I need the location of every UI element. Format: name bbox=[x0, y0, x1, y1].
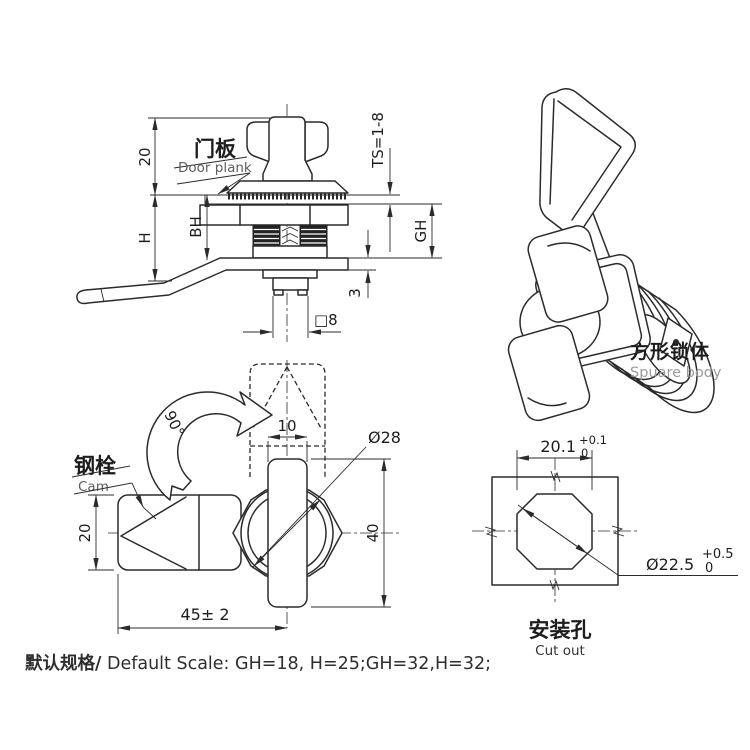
iso-wing-edges bbox=[527, 242, 591, 407]
dim-20-top-text: 20 bbox=[76, 523, 94, 542]
dim-10-text: 10 bbox=[277, 417, 296, 435]
dim-sq8-text: □8 bbox=[314, 311, 338, 329]
dim-d22-tol-upper: +0.5 bbox=[702, 547, 734, 562]
cutout-label-cn: 安装孔 bbox=[529, 618, 592, 642]
iso-cam-plate-edges bbox=[549, 98, 622, 221]
iso-thread-ring bbox=[632, 297, 698, 402]
break-marks bbox=[484, 470, 625, 591]
dim-20-text: 20 bbox=[136, 147, 154, 166]
rotation-arrow: 90° bbox=[146, 391, 273, 501]
dim-40-text: 40 bbox=[364, 523, 382, 542]
cutout-label-en: Cut out bbox=[535, 643, 585, 659]
default-scale-note: 默认规格/ Default Scale: GH=18, H=25;GH=32,H… bbox=[25, 653, 491, 674]
door-plank-label-en: Door plank bbox=[178, 160, 252, 176]
cam-label: 钢栓 Cam bbox=[71, 454, 157, 520]
default-scale-note-cn: 默认规格/ bbox=[25, 653, 102, 674]
threaded-body bbox=[252, 224, 328, 259]
body-ring bbox=[252, 245, 328, 259]
iso-shaft-dot bbox=[673, 339, 679, 345]
dim-hole-width: 20.1 +0.1 0 bbox=[516, 433, 607, 490]
dim-square-shaft: □8 bbox=[243, 296, 341, 338]
dim-d22-tol-lower: 0 bbox=[705, 561, 713, 576]
dim-d22-text: Ø22.5 bbox=[646, 555, 694, 574]
cutout-octagon-hole bbox=[516, 493, 593, 570]
dim-knob-length: 40 bbox=[311, 458, 391, 608]
cam-top-view bbox=[117, 494, 242, 571]
top-view: Ø28 10 40 20 45± 2 90° bbox=[71, 360, 401, 634]
side-view: 20 H BH TS=1-8 GH 3 bbox=[76, 104, 442, 342]
dim-gh: GH bbox=[334, 203, 442, 259]
dim-bh-text: BH bbox=[187, 216, 205, 238]
dim-knob-diameter: Ø28 bbox=[252, 428, 401, 568]
cone-washer bbox=[226, 180, 349, 194]
dim-cam-width: 20 bbox=[76, 494, 114, 571]
door-plank-label: 门板 Door plank bbox=[173, 137, 252, 195]
default-scale-note-en: Default Scale: GH=18, H=25;GH=32,H=32; bbox=[101, 654, 491, 674]
dim-201-tol-lower: 0 bbox=[581, 446, 588, 460]
dim-bh: BH bbox=[187, 194, 210, 261]
isometric-view: 方形锁体 Spuare body bbox=[507, 88, 722, 422]
dim-knob-height: 20 bbox=[136, 117, 270, 196]
cutout-view: Ø22.5 +0.5 0 20.1 +0.1 0 安装孔 Cut out bbox=[472, 433, 738, 659]
dim-201-text: 20.1 bbox=[540, 437, 576, 456]
dim-3-text: 3 bbox=[346, 288, 364, 298]
dim-d28-text: Ø28 bbox=[368, 428, 401, 447]
dim-hole-diameter: Ø22.5 +0.5 0 bbox=[517, 504, 738, 576]
dim-h-text: H bbox=[136, 232, 154, 243]
dim-ts-text: TS=1-8 bbox=[369, 112, 387, 169]
iso-label-cn: 方形锁体 bbox=[630, 340, 710, 363]
iso-wing-bottom-lobe bbox=[507, 324, 591, 422]
iso-label-en: Spuare body bbox=[630, 365, 722, 381]
rotated-cam-phantom bbox=[249, 363, 326, 477]
dim-gh-text: GH bbox=[412, 220, 430, 243]
dim-ts: TS=1-8 bbox=[369, 112, 393, 252]
square-shaft bbox=[262, 269, 318, 296]
wing-knob-side bbox=[246, 116, 329, 182]
cam-label-cn: 钢栓 bbox=[74, 454, 116, 478]
spring-washer-marks bbox=[281, 226, 299, 245]
dim-h: H bbox=[136, 194, 172, 282]
cam-label-en: Cam bbox=[78, 479, 109, 495]
dim-201-tol-upper: +0.1 bbox=[579, 433, 607, 447]
hex-nut bbox=[199, 204, 349, 226]
dim-cam-thickness: 3 bbox=[334, 230, 376, 298]
dim-45-text: 45± 2 bbox=[180, 605, 229, 624]
dim-overall-length: 45± 2 bbox=[117, 574, 288, 634]
door-plank-label-cn: 门板 bbox=[194, 137, 237, 161]
dim-neck-width: 10 bbox=[267, 417, 308, 462]
